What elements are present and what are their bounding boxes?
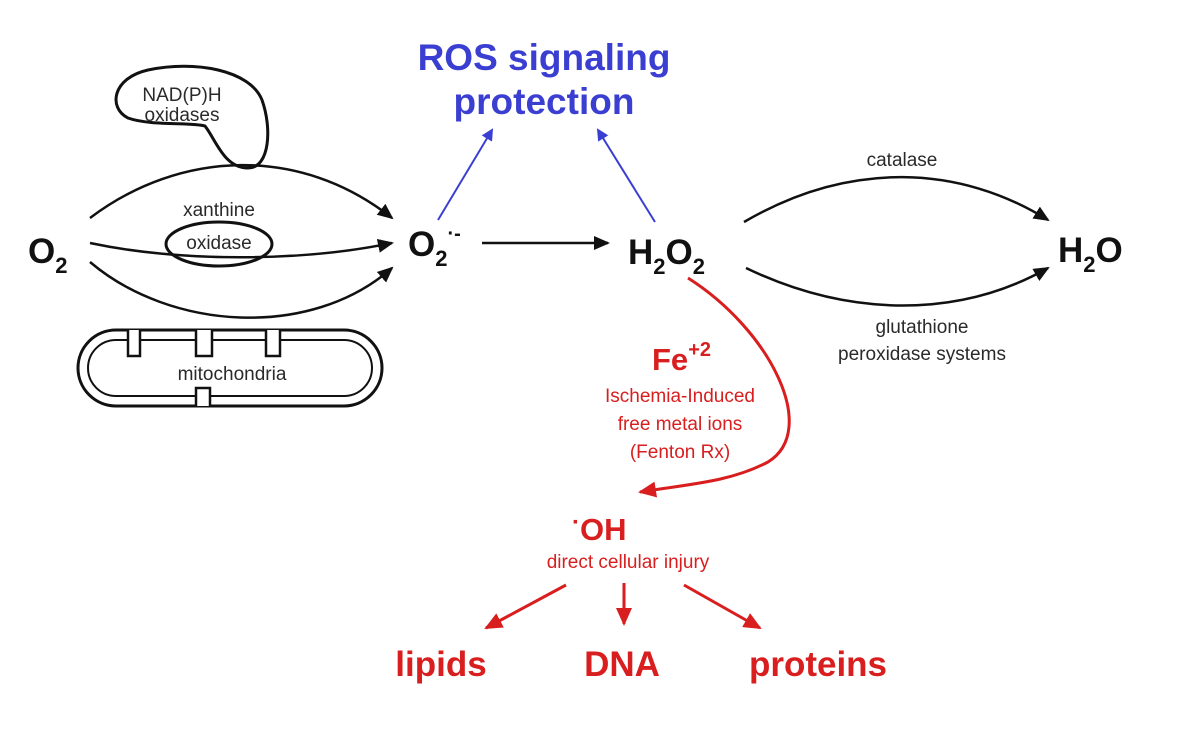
nadph-label-line-1: NAD(P)H — [142, 85, 221, 106]
arrow-catalase — [743, 175, 1050, 224]
arrow-o2-top-curve — [89, 163, 394, 220]
svg-text:·OH: ·OH — [572, 509, 627, 547]
xanthine-label-line-2: oxidase — [186, 233, 252, 254]
catalase-label: catalase — [867, 150, 938, 171]
svg-text:H2O: H2O — [1058, 231, 1123, 277]
arrow-glutathione-peroxidase — [745, 266, 1050, 307]
svg-text:Fe+2: Fe+2 — [652, 339, 711, 377]
svg-text:H2O2: H2O2 — [628, 233, 705, 279]
h2o2-label: H2O2 — [628, 233, 705, 279]
title-line-1: ROS signaling — [418, 37, 671, 78]
mitochondria-label: mitochondria — [178, 364, 287, 385]
fenton-line-3: (Fenton Rx) — [630, 442, 730, 463]
injury-caption: direct cellular injury — [547, 552, 710, 573]
target-proteins: proteins — [749, 645, 887, 684]
mitochondria-shape — [76, 328, 384, 408]
superoxide-label: O2·- — [408, 223, 461, 271]
target-lipids: lipids — [395, 645, 486, 684]
target-dna: DNA — [584, 645, 660, 684]
arrow-o2-middle-curve — [89, 238, 394, 259]
xanthine-label-line-1: xanthine — [183, 200, 255, 221]
fenton-line-1: Ischemia-Induced — [605, 386, 755, 407]
xanthine-oxidase-ellipse — [164, 220, 274, 268]
nadph-oxidase-shape — [114, 64, 270, 170]
fe-label: Fe+2 — [652, 339, 711, 377]
svg-text:O2·-: O2·- — [408, 223, 461, 271]
arrow-fenton — [638, 276, 791, 498]
arrow-to-lipids — [484, 583, 567, 630]
gpx-label-line-1: glutathione — [876, 317, 969, 338]
arrow-superoxide-to-title — [437, 128, 494, 221]
arrow-o2-bottom-curve — [89, 261, 394, 319]
o2-label: O2 — [28, 232, 67, 278]
nadph-label-line-2: oxidases — [145, 105, 220, 126]
fenton-line-2: free metal ions — [618, 414, 743, 435]
hydroxyl-label: ·OH — [572, 509, 627, 547]
gpx-label-line-2: peroxidase systems — [838, 344, 1006, 365]
svg-text:O2: O2 — [28, 232, 67, 278]
title-line-2: protection — [454, 81, 635, 122]
h2o-label: H2O — [1058, 231, 1123, 277]
arrow-h2o2-to-title — [596, 128, 656, 223]
arrow-to-proteins — [683, 583, 762, 630]
